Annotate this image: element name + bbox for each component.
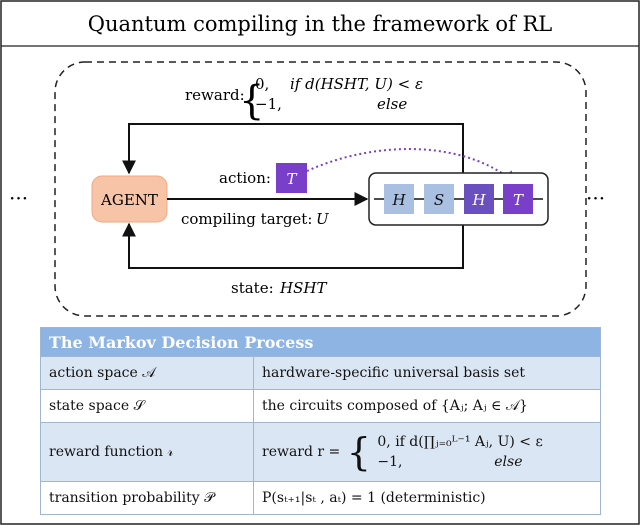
reward-label: reward:	[185, 86, 245, 104]
mdp-row-action: action space 𝒜 hardware-specific univers…	[40, 356, 601, 390]
compiling-target-label: compiling target:	[181, 210, 312, 228]
reward-case1: 0, if d(∏ⱼ₌₀ᴸ⁻¹ Aⱼ, U) < ε	[377, 434, 543, 450]
mdp-key: state space 𝒮	[40, 389, 254, 423]
gate-label: H	[391, 191, 406, 209]
mdp-row-reward: reward function 𝓇 reward r = { 0, if d(∏…	[40, 422, 601, 482]
gate-box-t	[503, 184, 533, 214]
mdp-header: The Markov Decision Process	[40, 327, 601, 357]
reward-case1-condition: if d(HSHT, U) < ε	[290, 75, 423, 93]
mdp-row-state: state space 𝒮 the circuits composed of {…	[40, 389, 601, 423]
mdp-value: P(sₜ₊₁|sₜ , aₜ) = 1 (deterministic)	[253, 481, 601, 515]
state-label: state:	[231, 279, 274, 297]
mdp-header-row: The Markov Decision Process	[40, 327, 601, 357]
mdp-row-transition: transition probability 𝒫 P(sₜ₊₁|sₜ , aₜ)…	[40, 481, 601, 515]
gate-box-h	[464, 184, 494, 214]
figure-title: Quantum compiling in the framework of RL	[88, 12, 553, 36]
gate-label: T	[513, 191, 524, 209]
reward-prefix: reward r =	[262, 444, 341, 460]
state-value: HSHT	[279, 279, 327, 297]
mdp-key: transition probability 𝒫	[40, 481, 254, 515]
action-placement-curve	[306, 148, 518, 185]
left-ellipsis: ···	[9, 186, 28, 210]
mdp-key: action space 𝒜	[40, 356, 254, 390]
mdp-value: the circuits composed of {Aⱼ; Aⱼ ∈ 𝒜}	[253, 389, 601, 423]
gate-box-h	[384, 184, 414, 214]
action-label: action:	[219, 169, 271, 187]
action-gate-label: T	[286, 170, 297, 188]
compiling-target-symbol: U	[316, 210, 330, 228]
reward-case2-line: −1, else	[377, 452, 542, 472]
mdp-key: reward function 𝓇	[40, 422, 254, 482]
reward-brace: {	[239, 78, 264, 124]
reward-case2-condition: else	[377, 95, 407, 113]
gate-label: S	[434, 191, 444, 209]
mdp-value: reward r = { 0, if d(∏ⱼ₌₀ᴸ⁻¹ Aⱼ, U) < ε …	[253, 422, 601, 482]
state-arrow	[122, 222, 464, 269]
action-gate-box	[276, 163, 307, 193]
mdp-value: hardware-specific universal basis set	[253, 356, 601, 390]
reward-case2-value: −1,	[255, 95, 282, 113]
gate-label: H	[471, 191, 486, 209]
right-ellipsis: ···	[586, 186, 605, 210]
reward-case2-cond: else	[494, 454, 523, 470]
table-reward-brace: {	[346, 430, 371, 474]
reward-case1-value: 0,	[255, 75, 269, 93]
rl-loop-dashed-box	[54, 61, 587, 317]
reward-case2: −1,	[377, 454, 403, 470]
agent-label: AGENT	[100, 191, 158, 209]
mdp-table: The Markov Decision Process action space…	[40, 327, 601, 515]
reward-cases: 0, if d(∏ⱼ₌₀ᴸ⁻¹ Aⱼ, U) < ε −1, else	[377, 432, 542, 472]
gate-box-s	[424, 184, 454, 214]
